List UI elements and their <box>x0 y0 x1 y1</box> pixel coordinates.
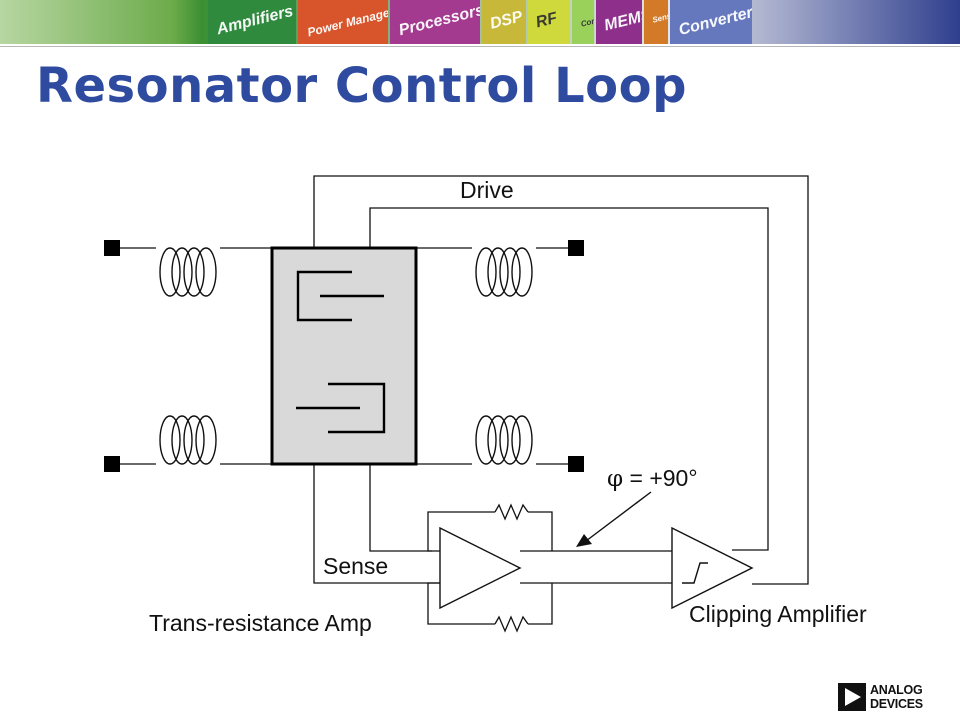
sense-comb-fixed <box>328 382 386 434</box>
spring-top-right <box>472 244 536 297</box>
sense-label: Sense <box>323 553 389 579</box>
banner-tile-amplifiers: Amplifiers <box>208 0 296 44</box>
spring-bottom-right <box>472 415 536 468</box>
banner-tile-sensors: Sensors <box>644 0 668 44</box>
banner-divider <box>0 46 960 47</box>
clipping-symbol <box>682 562 708 584</box>
trans-resistance-amp <box>439 526 522 610</box>
spring-bottom-left <box>156 415 220 468</box>
anchor-top-right <box>568 240 584 256</box>
sense-wire-inner <box>369 464 432 552</box>
banner-tile-mems: MEMS <box>596 0 642 44</box>
logo-line-1: ANALOG <box>870 683 923 697</box>
banner-tile-power-management: Power Management <box>298 0 388 44</box>
clipping-amplifier-label: Clipping Amplifier <box>689 601 867 627</box>
logo-triangle-icon <box>838 683 866 711</box>
banner-tile-communications: Communications <box>572 0 594 44</box>
anchor-bottom-left <box>104 456 120 472</box>
feedback-wire-top <box>427 511 553 552</box>
banner-tile-processors: Processors <box>390 0 480 44</box>
page-title: Resonator Control Loop <box>36 58 687 114</box>
drive-outer-wire <box>313 175 809 585</box>
phase-symbol: φ <box>607 466 624 492</box>
drive-comb-fixed <box>296 270 352 322</box>
phase-value: = +90° <box>623 465 698 491</box>
logo-wordmark: ANALOG DEVICES <box>870 683 923 711</box>
spring-top-left <box>156 244 220 297</box>
phase-arrow-line <box>585 491 652 542</box>
anchor-top-left <box>104 240 120 256</box>
resistor-top <box>494 503 529 521</box>
drive-label: Drive <box>460 177 514 203</box>
proof-mass <box>270 246 418 466</box>
anchor-bottom-right <box>568 456 584 472</box>
banner-tile-dsp: DSP <box>482 0 526 44</box>
feedback-wire-bottom <box>427 582 553 625</box>
phase-arrowhead <box>576 534 592 547</box>
trans-resistance-amp-label: Trans-resistance Amp <box>149 610 372 636</box>
sense-wire-outer <box>313 464 440 584</box>
header-banner: Amplifiers Power Management Processors D… <box>0 0 960 44</box>
drive-inner-wire <box>369 207 769 551</box>
analog-devices-logo: ANALOG DEVICES <box>838 683 938 713</box>
clipping-amp <box>671 526 754 610</box>
logo-line-2: DEVICES <box>870 697 923 711</box>
banner-tile-converters: Converters <box>670 0 752 44</box>
resistor-bottom <box>494 615 529 633</box>
phase-label: φ = +90° <box>607 465 698 492</box>
banner-tile-rf: RF <box>528 0 570 44</box>
